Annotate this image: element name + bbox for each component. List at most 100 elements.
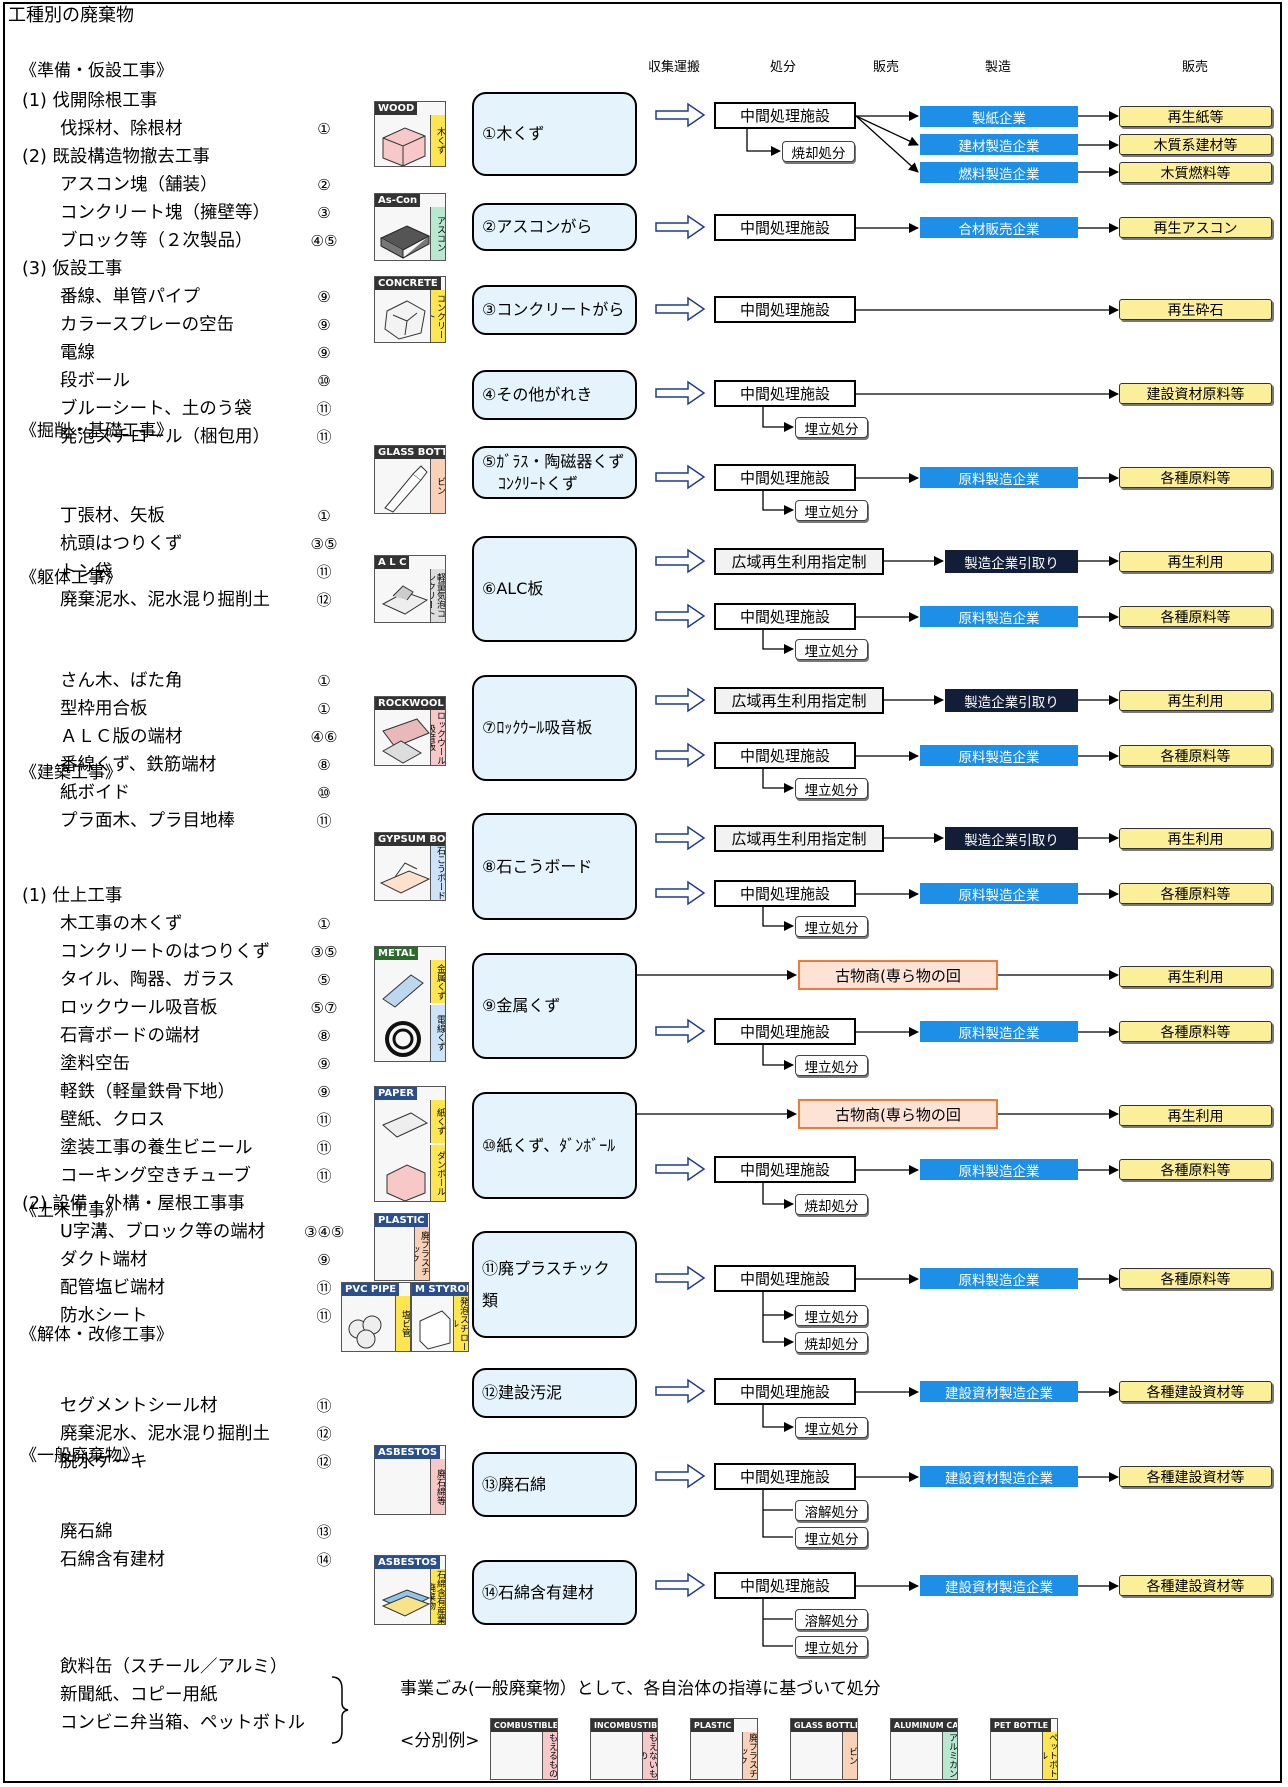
waste-number: ③④⑤ [304, 1223, 345, 1241]
product-reuse-rockwool: 再生利用 [1119, 690, 1272, 711]
waste-list-item: (1) 伐開除根工事 [22, 91, 158, 111]
collection-arrow [655, 1463, 706, 1489]
waste-number: ⑪ [316, 1167, 332, 1185]
waste-number: ⑪ [316, 1111, 332, 1129]
flow-line [762, 491, 794, 515]
collection-arrow [655, 548, 706, 574]
waste-number: ③ [317, 204, 331, 222]
flow-line [762, 1405, 794, 1432]
waste-list-item: カラースプレーの空缶 [60, 315, 235, 335]
antique-dealer-paper: 古物商(専ら物の回 [798, 1099, 998, 1129]
melt-disposal-asbestos-material: 溶解処分 [795, 1609, 868, 1630]
section-prep: 《準備・仮設工事》 [20, 61, 173, 81]
company-raw-gypsum: 原料製造企業 [920, 883, 1078, 904]
burn-disposal-paper: 焼却処分 [795, 1194, 868, 1215]
product-reuse-alc: 再生利用 [1119, 551, 1272, 572]
waste-item-concrete: ③コンクリートがら [472, 285, 637, 335]
landfill-rockwool: 埋立処分 [795, 778, 868, 799]
waste-item-paper: ⑩紙くず、ﾀﾞﾝﾎﾞｰﾙ [472, 1092, 637, 1199]
waste-list-item: 新聞紙、コピー用紙 [60, 1685, 218, 1705]
section-civil: 《土木工事》 [20, 1201, 122, 1221]
flow-line [762, 1045, 794, 1070]
waste-list-item: 番線、単管パイプ [60, 287, 200, 307]
waste-list-item: 軽鉄（軽量鉄骨下地） [60, 1082, 235, 1102]
product-bmats-asbestos: 各種建設資材等 [1119, 1466, 1272, 1487]
waste-number: ⑨ [317, 344, 331, 362]
waste-list-item: (2) 設備・外構・屋根工事事 [22, 1194, 245, 1214]
product-bmats-asbestos-material: 各種建設資材等 [1119, 1575, 1272, 1596]
metal-icon: METAL 金属くず 電線くず [374, 946, 446, 1062]
product-wood-building: 木質系建材等 [1119, 134, 1272, 155]
sorting-icon: INCOMBUSTIBLEもえないもの [590, 1718, 658, 1780]
landfill-glass: 埋立処分 [795, 500, 868, 521]
facility-concrete: 中間処理施設 [714, 296, 856, 323]
waste-list-item: 伐採材、除根材 [60, 119, 183, 139]
waste-list-item: 石膏ボードの端材 [60, 1026, 200, 1046]
product-raw-plastic: 各種原料等 [1119, 1268, 1272, 1289]
waste-number: ⑫ [316, 1453, 332, 1471]
flow-line [762, 630, 794, 654]
waste-number: ⑪ [316, 563, 332, 581]
waste-list-item: (1) 仕上工事 [22, 886, 123, 906]
waste-list-item: 木工事の木くず [60, 914, 183, 934]
waste-number: ⑬ [316, 1523, 332, 1541]
waste-number: ⑪ [316, 1139, 332, 1157]
header-collect: 収集運搬 [648, 60, 701, 75]
waste-item-plastic: ⑪廃プラスチック類 [472, 1231, 637, 1338]
waste-number: ⑪ [316, 1307, 332, 1325]
waste-list-item: (3) 仮設工事 [22, 259, 123, 279]
section-frame: 《躯体工事》 [20, 568, 122, 588]
maker-take-alc: 製造企業引取り [945, 550, 1078, 573]
waste-list-item: コンビニ弁当箱、ペットボトル [60, 1713, 305, 1733]
header-manufacture: 製造 [985, 60, 1012, 75]
waste-number: ④⑥ [310, 728, 338, 746]
waste-item-asbestos: ⑬廃石綿 [472, 1452, 637, 1517]
flow-line [762, 1599, 793, 1647]
waste-number: ③⑤ [310, 943, 338, 961]
collection-arrow [655, 464, 706, 490]
product-recycled-stone: 再生砕石 [1119, 299, 1272, 320]
waste-list-item: ブロック等（２次製品） [60, 231, 253, 251]
waste-number: ⑩ [317, 784, 331, 802]
company-raw-plastic: 原料製造企業 [920, 1268, 1078, 1289]
wide-area-system-alc: 広域再生利用指定制 [714, 548, 884, 575]
company-raw-rockwool: 原料製造企業 [920, 745, 1078, 766]
flow-line [855, 115, 919, 146]
waste-list-item: 防水シート [60, 1306, 148, 1326]
burn-disposal-wood: 焼却処分 [782, 141, 855, 162]
landfill-asbestos: 埋立処分 [795, 1527, 868, 1548]
header-sell: 販売 [873, 60, 900, 75]
company-raw-paper: 原料製造企業 [920, 1159, 1078, 1180]
maker-take-rockwool: 製造企業引取り [945, 689, 1078, 712]
company-bmat-sludge: 建設資材製造企業 [920, 1381, 1078, 1402]
section-demolition: 《解体・改修工事》 [20, 1325, 173, 1345]
flow-line [762, 1490, 793, 1538]
landfill-alc: 埋立処分 [795, 639, 868, 660]
waste-list-item: 丁張材、矢板 [60, 506, 165, 526]
maker-take-gypsum: 製造企業引取り [945, 827, 1078, 850]
product-raw-alc: 各種原料等 [1119, 606, 1272, 627]
waste-number: ⑨ [317, 1083, 331, 1101]
flow-line [762, 1183, 794, 1209]
collection-arrow [655, 1378, 706, 1404]
melt-disposal-asbestos: 溶解処分 [795, 1500, 868, 1521]
waste-item-rubble: ④その他がれき [472, 370, 637, 420]
waste-number: ⑤ [317, 971, 331, 989]
section-general: 《一般廃棄物》 [20, 1446, 139, 1466]
waste-item-ascon: ②アスコンがら [472, 203, 637, 251]
company-raw-alc: 原料製造企業 [920, 606, 1078, 627]
page-frame [3, 2, 1282, 1783]
product-recycled-paper: 再生紙等 [1119, 106, 1272, 127]
waste-number: ① [317, 700, 331, 718]
waste-list-item: 紙ボイド [60, 783, 130, 803]
waste-number: ⑧ [317, 1027, 331, 1045]
company-building-material: 建材製造企業 [920, 134, 1078, 155]
waste-number: ① [317, 915, 331, 933]
product-raw-gypsum: 各種原料等 [1119, 883, 1272, 904]
landfill-rubble: 埋立処分 [795, 417, 868, 438]
burn-disposal-plastic: 焼却処分 [795, 1332, 868, 1353]
waste-number: ⑪ [316, 1279, 332, 1297]
